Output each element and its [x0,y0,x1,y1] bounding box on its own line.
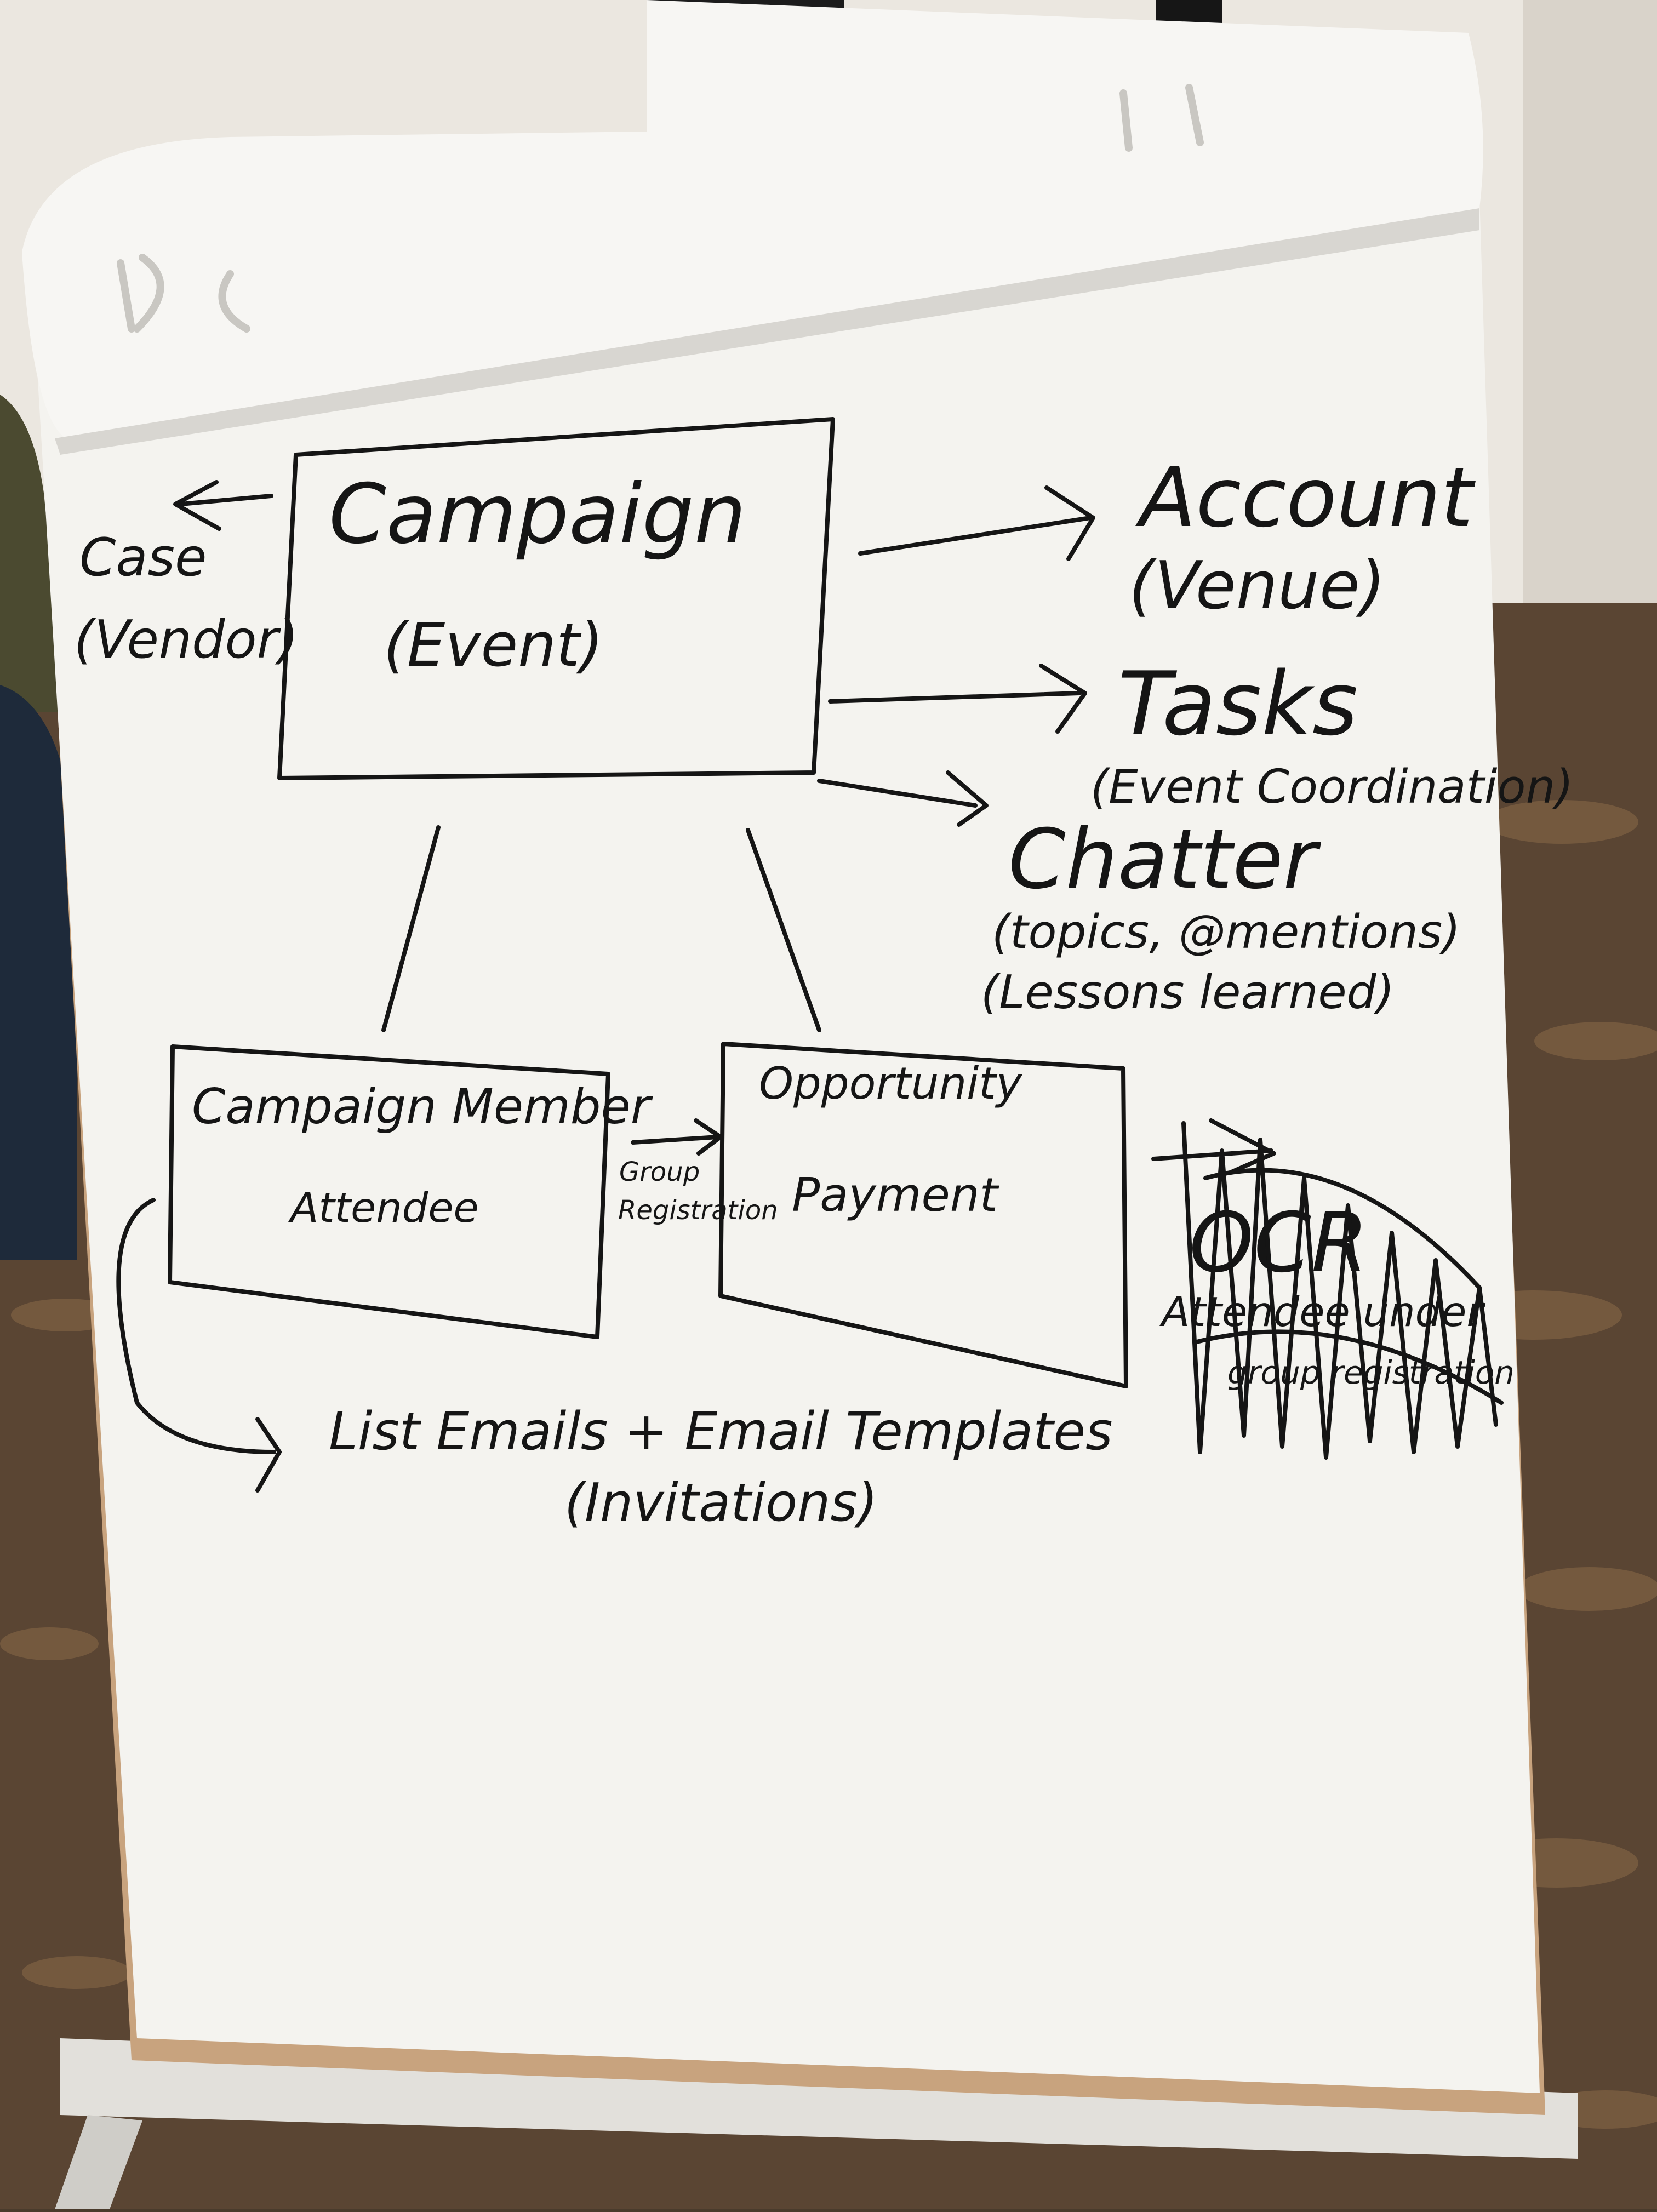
account-subtitle: (Venue) [1129,548,1385,624]
flipchart-paper [30,197,1540,2093]
group-registration-label-2: Registration [618,1195,778,1226]
opportunity-box [718,1042,1128,1388]
chatter-line1: (topics, @mentions) [992,905,1460,959]
campaign-title: Campaign [329,467,746,562]
faint-writing [117,84,1204,333]
campaign-member-box [168,1044,610,1339]
tasks-subtitle: (Event Coordination) [1090,760,1574,814]
link-campaign-member [381,825,441,1032]
arrow-to-ocr [1151,1118,1276,1175]
arrow-to-emails [116,1198,282,1493]
fold-shadow [55,208,1479,455]
opportunity-title: Opportunity [759,1058,1023,1109]
flipchart-top-fold [22,0,1483,438]
case-subtitle: (Vendor) [74,610,299,670]
chatter-line2: (Lessons learned) [981,965,1395,1020]
person-left [0,395,66,712]
link-campaign-opportunity [746,828,821,1032]
ocr-scribble [1181,1121,1504,1460]
emails-subtitle: (Invitations) [564,1473,878,1533]
tasks-title: Tasks [1118,653,1358,755]
opportunity-subtitle: Payment [792,1168,999,1222]
campaign-box [277,417,835,780]
campaign-member-subtitle: Attendee [288,1184,479,1232]
arrow-to-tasks [828,664,1087,734]
chair-left [0,685,77,1260]
emails-title: List Emails + Email Templates [329,1402,1112,1462]
campaign-subtitle: (Event) [384,610,603,680]
wall-right-panel [1523,0,1657,614]
chatter-title: Chatter [1008,812,1322,907]
group-registration-label-1: Group [619,1157,700,1187]
arrow-to-case [173,480,273,531]
campaign-member-title: Campaign Member [192,1078,653,1135]
diagram: Campaign (Event) Case (Vendor) Account (… [74,417,1574,1533]
easel-leg [55,2115,142,2209]
account-title: Account [1135,450,1476,546]
arrow-to-chatter [817,770,989,827]
case-title: Case [79,528,207,588]
arrow-to-account [858,485,1095,561]
